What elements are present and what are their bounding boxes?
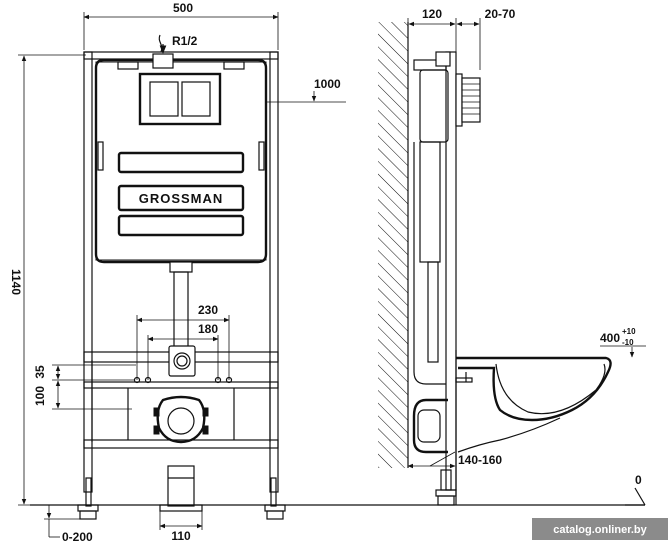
foot-width-dimension: 110 <box>159 511 203 543</box>
flush-button-right <box>181 81 211 117</box>
spacing-dimensions: 230 180 <box>136 303 230 380</box>
foot-adjust-label: 0-200 <box>62 530 93 544</box>
wall-gap-label: 20-70 <box>485 7 516 21</box>
side-frame <box>412 51 481 506</box>
spacing-outer-label: 230 <box>198 303 218 317</box>
floor-marker <box>634 487 646 506</box>
offset-b-label: 100 <box>33 386 47 406</box>
bowl-height-tol-plus: +10 <box>622 327 636 336</box>
width-dimension: 500 <box>83 1 279 50</box>
height-label: 1140 <box>9 269 23 295</box>
depth-label: 120 <box>422 7 442 21</box>
offset-a-label: 35 <box>33 365 47 379</box>
spacing-inner-label: 180 <box>198 322 218 336</box>
wall <box>378 22 409 468</box>
flush-plate <box>138 72 222 126</box>
frame-feet <box>77 465 286 520</box>
bowl-height-dimension: 400 +10 -10 <box>600 327 646 358</box>
bowl-height-tol-minus: -10 <box>622 338 634 347</box>
depth-dimensions: 120 20-70 <box>407 7 516 70</box>
side-view: 0 120 20-70 <box>30 7 646 506</box>
outlet-label: 140-160 <box>458 453 502 467</box>
offset-dimensions: 35 100 <box>33 364 136 410</box>
front-view: 500 1140 <box>9 1 286 544</box>
toilet-bowl <box>456 356 612 453</box>
outlet-fitting <box>153 395 209 444</box>
outlet-dimension: 140-160 <box>407 451 502 469</box>
bowl-height-label: 400 <box>600 331 620 345</box>
floor-label: 0 <box>635 473 642 487</box>
foot-width-label: 110 <box>171 529 191 543</box>
cistern: GROSSMAN R1/2 <box>94 34 268 264</box>
watermark-text: catalog.onliner.by <box>553 524 647 536</box>
watermark: catalog.onliner.by <box>532 518 668 540</box>
flush-button-left <box>149 81 179 117</box>
button-height-label: 1000 <box>314 77 341 91</box>
width-label: 500 <box>173 1 193 15</box>
height-dimension: 1140 <box>9 54 86 506</box>
pipe-label: R1/2 <box>172 34 198 48</box>
foot-adjust-dimension: 0-200 <box>44 505 93 544</box>
brand-logo: GROSSMAN <box>139 191 224 206</box>
drain-pipe <box>168 261 196 377</box>
button-height-dimension: 1000 <box>266 77 346 103</box>
